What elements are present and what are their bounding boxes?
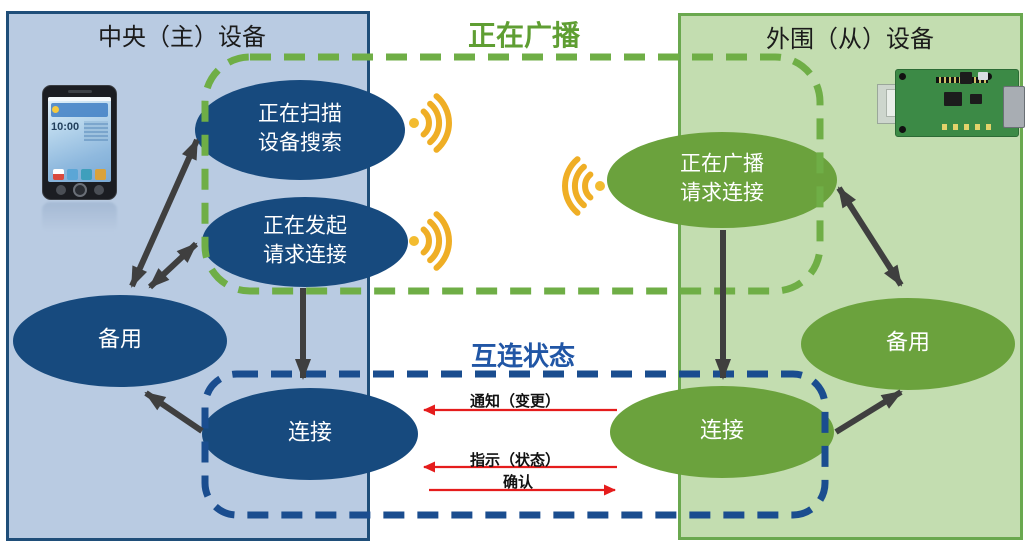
state-standby-peripheral-label: 备用 xyxy=(885,329,931,355)
phone-speaker xyxy=(68,90,92,93)
central-panel-title: 中央（主）设备 xyxy=(98,25,266,51)
dev-board-image xyxy=(877,66,1025,138)
advertising-group-title: 正在广播 xyxy=(467,21,581,52)
power-jack xyxy=(960,72,972,84)
phone-app-dock xyxy=(48,166,111,182)
state-connected-peripheral-label: 连接 xyxy=(699,417,745,443)
phone-screen: 10:00 xyxy=(48,97,111,182)
screw-hole xyxy=(899,73,906,80)
phone-weather-widget xyxy=(51,103,108,117)
screw-hole xyxy=(985,73,992,80)
state-advertising-label: 正在广播 请求连接 xyxy=(680,151,764,205)
phone-calendar xyxy=(84,121,108,141)
signal-right-icon xyxy=(409,211,452,271)
gallery-app-icon xyxy=(95,168,106,180)
signal-icons xyxy=(409,93,605,271)
browser-app-icon xyxy=(67,168,78,180)
usb-connector xyxy=(978,72,988,80)
phone-buttons xyxy=(42,183,117,197)
sun-icon xyxy=(52,106,59,113)
ic-chip xyxy=(970,94,982,104)
phone-clock: 10:00 xyxy=(51,121,80,133)
state-connected-central-label: 连接 xyxy=(287,419,333,445)
phone-app-icon xyxy=(81,168,92,180)
peripheral-panel-title: 外围（从）设备 xyxy=(766,27,934,53)
signal-right-icon xyxy=(409,93,452,153)
interconnect-group-title: 互连状态 xyxy=(470,342,576,371)
phone-button-home xyxy=(72,183,87,197)
notify-label: 通知（变更） xyxy=(469,393,561,410)
phone-reflection xyxy=(42,202,117,236)
confirm-label: 确认 xyxy=(502,474,534,491)
pcb xyxy=(895,69,1019,137)
indicate-label: 指示（状态） xyxy=(469,452,561,469)
edge-connector xyxy=(1003,86,1025,128)
signal-left-icon xyxy=(562,156,605,216)
smartphone-image: 10:00 xyxy=(42,85,117,200)
mcu-chip xyxy=(944,92,962,106)
state-scanning-label: 正在扫描 设备搜索 xyxy=(258,101,342,155)
screw-hole xyxy=(899,126,906,133)
phone-statusbar xyxy=(48,97,111,101)
mail-app-icon xyxy=(53,168,64,180)
led-row xyxy=(942,124,992,130)
state-standby-central-label: 备用 xyxy=(97,326,143,352)
state-initiating-label: 正在发起 请求连接 xyxy=(263,213,347,267)
phone-button-left xyxy=(55,185,66,195)
phone-button-right xyxy=(93,185,104,195)
